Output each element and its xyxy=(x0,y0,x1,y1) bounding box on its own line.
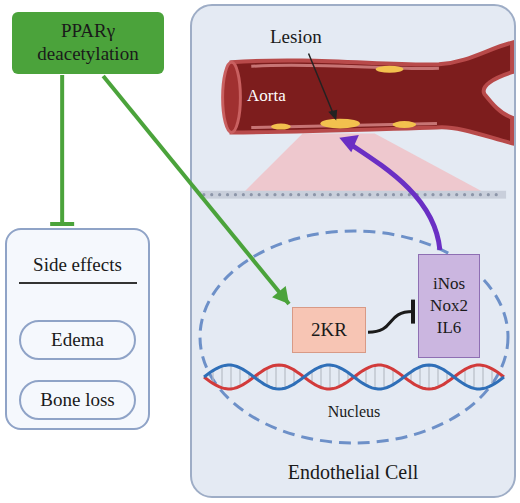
box-text: 2KR xyxy=(311,319,347,341)
box-text: Edema xyxy=(51,329,104,351)
gene-list: iNos Nox2 IL6 xyxy=(430,273,468,339)
effect-pill: Edema xyxy=(19,320,136,360)
connector xyxy=(103,76,289,304)
box-text: Bone loss xyxy=(40,389,114,411)
box-text: PPARγ deacetylation xyxy=(20,20,156,66)
lesion-label: Lesion xyxy=(270,26,322,48)
connector xyxy=(50,75,74,224)
endothelial-cell: 2KR iNos Nox2 IL6Nucleus LesionAortaEndoth… xyxy=(190,4,516,498)
connector xyxy=(368,300,413,333)
gene-box: 2KR xyxy=(292,307,366,353)
nucleus-label: Nucleus xyxy=(196,403,512,421)
side-effects-panel: Side effectsEdemaBone loss xyxy=(5,228,150,430)
aorta-label: Aorta xyxy=(247,86,286,106)
process-box: PPARγ deacetylation xyxy=(12,12,164,74)
panel-heading: Side effects xyxy=(19,254,137,284)
effect-pill: Bone loss xyxy=(19,380,136,420)
cell-label: Endothelial Cell xyxy=(192,461,514,484)
target-genes-box: iNos Nox2 IL6 xyxy=(418,254,480,358)
aorta-illustration xyxy=(192,6,514,496)
nucleus: 2KR iNos Nox2 IL6Nucleus xyxy=(196,227,512,447)
